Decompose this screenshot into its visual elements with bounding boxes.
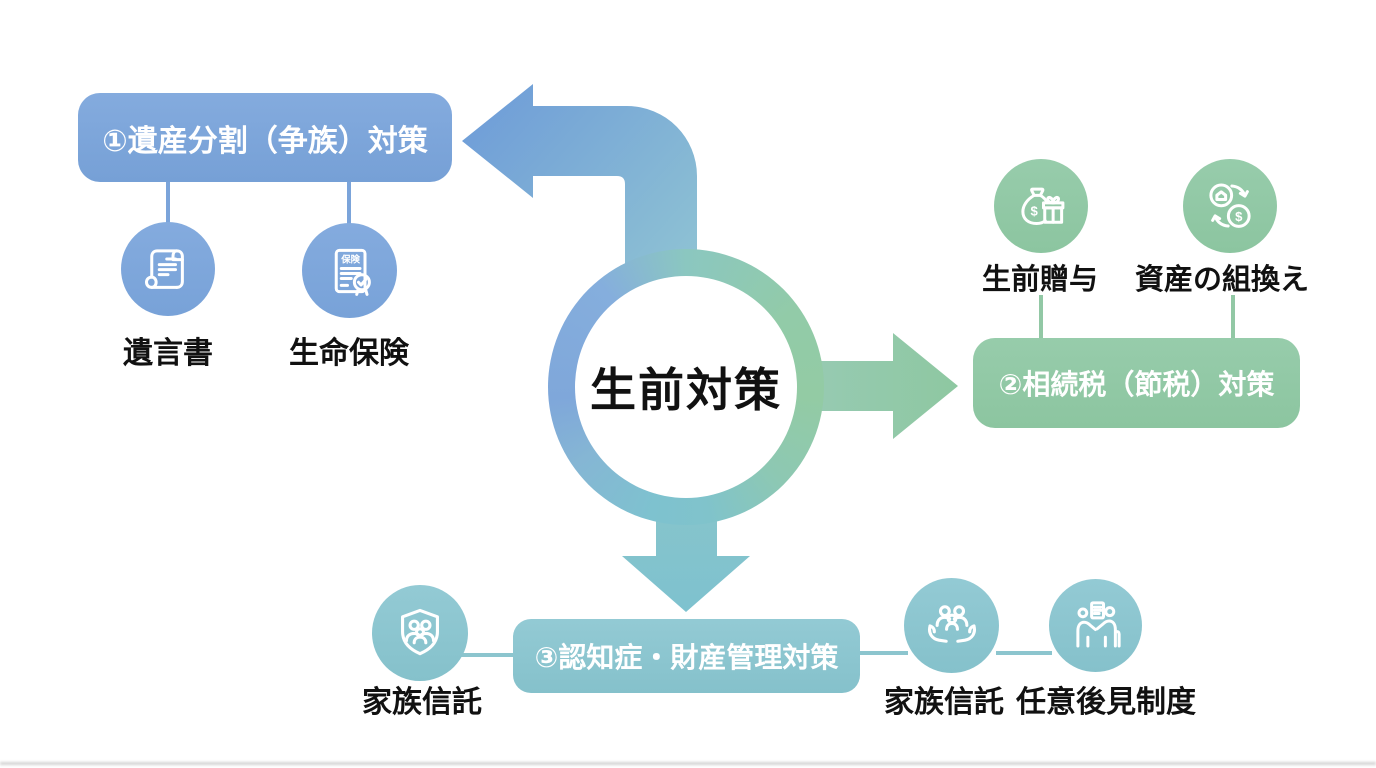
- will-circle: [121, 222, 215, 316]
- box-inheritance-division: ①遺産分割（争族）対策: [78, 93, 452, 182]
- family-trust-shield-circle: [372, 585, 468, 681]
- lifetime-gift-circle: $: [994, 159, 1088, 253]
- connector-shield-to-box3: [460, 653, 516, 657]
- box-inheritance-division-label: ①遺産分割（争族）対策: [102, 124, 428, 158]
- connector-asset-to-box2: [1231, 295, 1235, 339]
- center-ring: 生前対策: [548, 249, 824, 525]
- center-circle: 生前対策: [575, 276, 797, 498]
- center-title: 生前対策: [590, 364, 782, 416]
- guardianship-circle: [1049, 579, 1142, 672]
- arrow-to-dementia-management: [622, 500, 750, 612]
- scroll-icon: [145, 249, 184, 289]
- lifetime-gift-label: 生前贈与: [981, 264, 1099, 296]
- arrow-to-inheritance-tax: [805, 333, 958, 439]
- hands-family-icon: [927, 604, 976, 643]
- connector-gift-to-box2: [1039, 295, 1043, 339]
- asset-exchange-label: 資産の組換え: [1134, 264, 1310, 296]
- bottom-edge-line: [0, 762, 1376, 765]
- money-bag-gift-icon: $: [1021, 187, 1065, 225]
- guardianship-label: 任意後見制度: [1016, 686, 1196, 719]
- box-dementia-management: ③認知症・財産管理対策: [513, 619, 860, 693]
- family-trust-hands-circle: [904, 578, 999, 673]
- family-trust-left-label: 家族信託: [362, 686, 482, 719]
- will-label: 遺言書: [123, 337, 213, 370]
- insurance-document-icon: 保険: [334, 248, 371, 296]
- asset-exchange-circle: $: [1183, 159, 1277, 253]
- connector-hands-to-handshake: [996, 651, 1052, 655]
- box-dementia-management-label: ③認知症・財産管理対策: [534, 642, 839, 673]
- connector-box1-to-insurance: [347, 181, 351, 224]
- exchange-dollar: $: [1235, 209, 1243, 224]
- life-insurance-circle: 保険: [302, 223, 397, 318]
- box-inheritance-tax-label: ②相続税（節税）対策: [998, 369, 1275, 400]
- connector-box3-to-hands: [858, 651, 908, 655]
- asset-exchange-icon: $: [1209, 183, 1251, 228]
- insurance-kanji: 保険: [340, 253, 360, 264]
- connector-box1-to-will: [166, 181, 170, 223]
- life-insurance-label: 生命保険: [289, 337, 409, 370]
- arrow-to-inheritance-division: [462, 84, 697, 285]
- handshake-contract-icon: [1075, 600, 1121, 647]
- box-inheritance-tax: ②相続税（節税）対策: [973, 338, 1300, 428]
- family-shield-icon: [401, 608, 439, 656]
- money-bag-dollar: $: [1030, 203, 1038, 218]
- family-trust-right-label: 家族信託: [884, 686, 1004, 719]
